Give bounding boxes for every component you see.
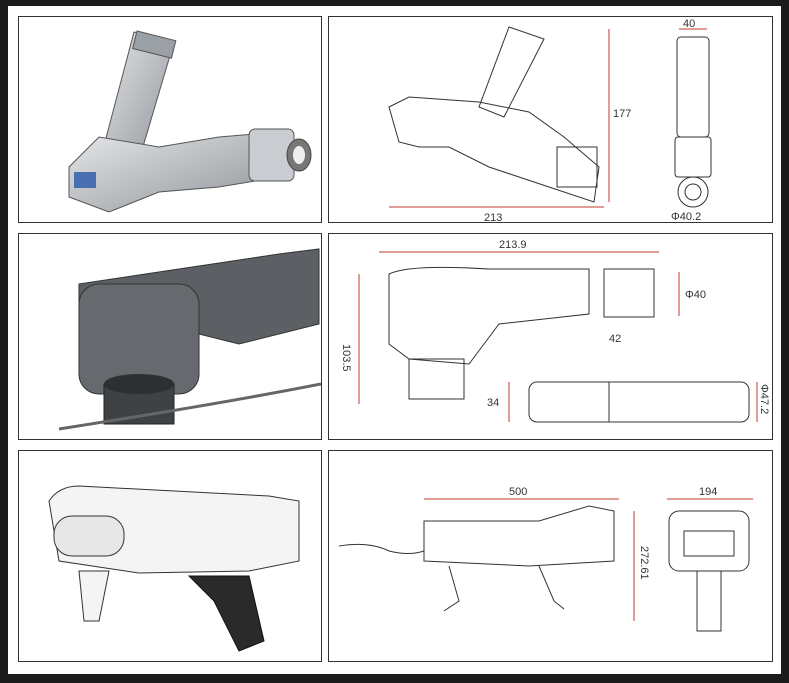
dim-bottom-height: 34 <box>487 397 499 409</box>
dim-overall-height: 272.61 <box>638 546 650 580</box>
gun-body <box>68 128 312 213</box>
dim-height: 177 <box>613 108 631 120</box>
overall-front-outline <box>668 510 750 632</box>
render-handheld-gun-drawing <box>48 485 300 652</box>
dim-diameter: Φ40 <box>685 289 706 301</box>
dim-width: 213 <box>484 212 502 222</box>
dimension-view-overall: 500 272.61 194 <box>328 450 773 662</box>
render-nozzle-head <box>18 233 322 440</box>
bottom-view-outline <box>528 381 750 423</box>
dim-overall-width: 194 <box>699 486 717 498</box>
dimension-lines-overall <box>424 498 753 621</box>
render-nozzle-head-drawing <box>58 248 321 431</box>
render-gun-angled <box>18 16 322 223</box>
dimension-lines-top <box>389 28 707 208</box>
diagram-sheet: 213 177 40 Φ40.2 <box>8 6 781 674</box>
dim-height: 103.5 <box>340 344 352 372</box>
dimension-view-middle-drawing: 213.9 103.5 Φ40 42 34 Φ47.2 <box>340 239 770 423</box>
dimension-view-middle: 213.9 103.5 Φ40 42 34 Φ47.2 <box>328 233 773 440</box>
dimension-view-overall-drawing: 500 272.61 194 <box>338 486 753 632</box>
dim-side-diameter: Φ40.2 <box>671 211 701 222</box>
overall-side-outline <box>338 505 615 612</box>
render-gun-angled-drawing <box>68 30 312 213</box>
dimension-lines-middle <box>358 251 758 422</box>
render-handheld-gun <box>18 450 322 662</box>
gun-outline-front <box>674 36 712 208</box>
dim-bottom-diameter: Φ47.2 <box>758 384 770 414</box>
dim-side-width: 40 <box>683 18 695 30</box>
gun-body-outline <box>48 485 300 622</box>
dimension-view-top: 213 177 40 Φ40.2 <box>328 16 773 223</box>
grip <box>187 575 265 652</box>
gun-outline-side <box>388 26 600 203</box>
head-outline <box>388 266 655 400</box>
dim-step: 42 <box>609 333 621 345</box>
dim-overall-length: 500 <box>509 486 527 498</box>
dim-length: 213.9 <box>499 239 527 251</box>
gun-arm <box>100 30 177 168</box>
dimension-view-top-drawing: 213 177 40 Φ40.2 <box>388 18 712 222</box>
